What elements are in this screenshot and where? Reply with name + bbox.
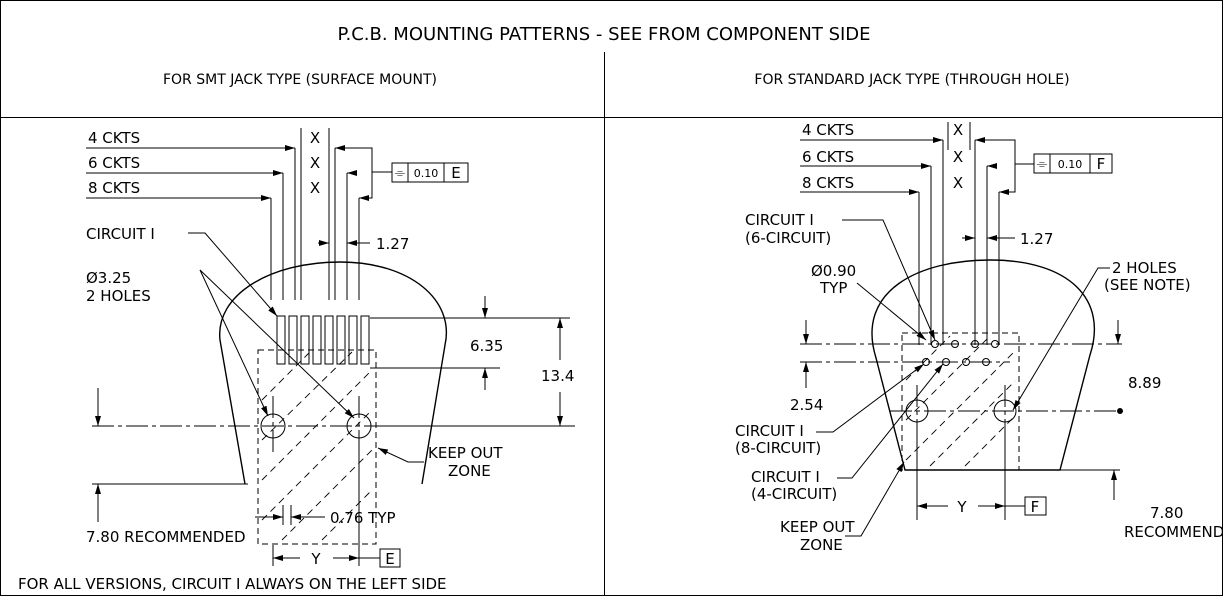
left-row-8ckts: 8 CKTS [88, 179, 140, 197]
right-subtitle: FOR STANDARD JACK TYPE (THROUGH HOLE) [754, 72, 1069, 88]
right-circuit8-2: (8-CIRCUIT) [735, 439, 821, 457]
right-tolerance-datum: F [1097, 155, 1106, 173]
left-keepout-1: KEEP OUT [428, 444, 503, 462]
right-circuit8-1: CIRCUIT I [735, 422, 804, 440]
right-keepout-1: KEEP OUT [780, 518, 855, 536]
left-subtitle: FOR SMT JACK TYPE (SURFACE MOUNT) [163, 72, 437, 88]
left-tolerance-value: 0.10 [414, 167, 439, 180]
left-smt-pads [276, 315, 370, 365]
right-datum-box: F [1031, 498, 1040, 516]
left-dim-635: 6.35 [470, 337, 503, 355]
left-row-6ckts: 6 CKTS [88, 154, 140, 172]
right-dim-254: 2.54 [790, 396, 823, 414]
symmetry-icon: ⌯ [1037, 157, 1048, 172]
left-x-8: X [310, 179, 320, 197]
right-holes-2: (SEE NOTE) [1104, 276, 1191, 294]
right-circuit6-1: CIRCUIT I [745, 211, 814, 229]
right-circuit6-2: (6-CIRCUIT) [745, 229, 831, 247]
left-x-4: X [310, 129, 320, 147]
right-circuit4-1: CIRCUIT I [751, 468, 820, 486]
left-x-6: X [310, 154, 320, 172]
left-y-label: Y [310, 550, 321, 568]
left-tolerance-datum: E [451, 164, 460, 182]
right-rec-1: 7.80 [1150, 504, 1183, 522]
right-row-8ckts: 8 CKTS [802, 174, 854, 192]
left-dim-134: 13.4 [541, 367, 574, 385]
right-tolerance-value: 0.10 [1058, 158, 1083, 171]
right-dim-889: 8.89 [1128, 374, 1161, 392]
right-x-8: X [953, 174, 963, 192]
right-keepout-2: ZONE [800, 536, 843, 554]
left-hole-label-2: 2 HOLES [86, 287, 151, 305]
left-keepout-2: ZONE [448, 462, 491, 480]
right-row-4ckts: 4 CKTS [802, 121, 854, 139]
left-footnote: FOR ALL VERSIONS, CIRCUIT I ALWAYS ON TH… [18, 575, 447, 593]
right-x-6: X [953, 148, 963, 166]
left-typ: 0.76 TYP [330, 509, 396, 527]
right-pitch: 1.27 [1020, 230, 1053, 248]
right-row-6ckts: 6 CKTS [802, 148, 854, 166]
right-x-4: X [953, 121, 963, 139]
symmetry-icon: ⌯ [395, 166, 406, 181]
right-circuit4-2: (4-CIRCUIT) [751, 485, 837, 503]
left-recommended: 7.80 RECOMMENDED [86, 528, 246, 546]
right-holes-1: 2 HOLES [1112, 259, 1177, 277]
page-title: P.C.B. MOUNTING PATTERNS - SEE FROM COMP… [337, 24, 870, 45]
right-y-label: Y [956, 498, 967, 516]
right-tolerance-frame: ⌯ 0.10 F [1033, 153, 1113, 174]
left-datum-box: E [385, 550, 394, 568]
left-circuit-label: CIRCUIT I [86, 225, 155, 243]
right-hole-dia-1: Ø0.90 [811, 262, 856, 280]
right-hole-dia-2: TYP [819, 279, 847, 297]
left-tolerance-frame: ⌯ 0.10 E [391, 162, 469, 183]
right-panel: 4 CKTS 6 CKTS 8 CKTS X X X ⌯ 0.10 F [735, 121, 1223, 554]
left-hole-label-1: Ø3.25 [86, 269, 131, 287]
right-rec-2: RECOMMENDED [1124, 523, 1223, 541]
left-pitch: 1.27 [376, 235, 409, 253]
left-row-4ckts: 4 CKTS [88, 129, 140, 147]
left-panel: 4 CKTS 6 CKTS 8 CKTS X X X ⌯ 0.10 E [18, 128, 575, 593]
